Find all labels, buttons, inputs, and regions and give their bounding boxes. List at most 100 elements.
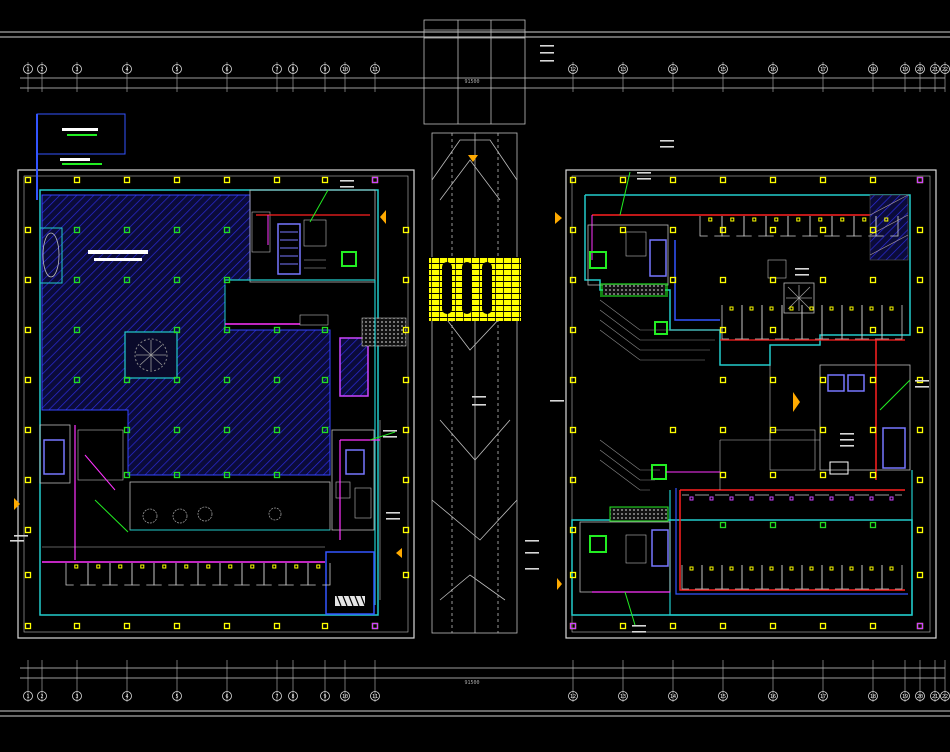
office-marker: [869, 496, 874, 501]
interior-column: [321, 326, 329, 334]
interior-column: [123, 426, 131, 434]
axis-bubble: [370, 691, 380, 701]
annotation-mark: [14, 535, 28, 537]
axis-bubble: [272, 64, 282, 74]
axis-bubble: [568, 64, 578, 74]
axis-label: 13: [620, 694, 626, 700]
interior-column: [819, 521, 827, 529]
column: [223, 176, 231, 184]
office-marker: [862, 217, 867, 222]
axis-bubble: [568, 691, 578, 701]
axis-label: 5: [175, 694, 178, 700]
axis-label: 22: [942, 694, 948, 700]
axis-bubble: [23, 64, 33, 74]
office-cell: [87, 563, 111, 586]
office-cell: [285, 563, 309, 586]
annotation-mark: [840, 439, 854, 441]
axis-bubble: [930, 691, 940, 701]
office-marker: [849, 496, 854, 501]
column: [819, 176, 827, 184]
column: [569, 571, 577, 579]
column: [402, 571, 410, 579]
interior-column: [123, 471, 131, 479]
axis-label: 2: [40, 67, 43, 73]
axis-bubble: [122, 691, 132, 701]
office-marker: [818, 217, 823, 222]
office-cell: [681, 565, 703, 590]
axis-label: 9: [323, 694, 326, 700]
interior-column: [869, 226, 877, 234]
interior-column: [819, 426, 827, 434]
central-ramp: [423, 19, 526, 634]
axis-label: 2: [40, 694, 43, 700]
office-marker: [884, 217, 889, 222]
office-marker: [689, 566, 694, 571]
column: [569, 622, 577, 630]
office-marker: [849, 306, 854, 311]
interior-column: [819, 376, 827, 384]
axis-label: 5: [175, 67, 178, 73]
column: [24, 526, 32, 534]
axis-label: 3: [75, 694, 78, 700]
office-marker: [708, 217, 713, 222]
axis-bubble: [340, 691, 350, 701]
office-marker: [709, 496, 714, 501]
office-marker: [769, 306, 774, 311]
office-marker: [789, 566, 794, 571]
office-cell: [787, 216, 811, 237]
annotation-mark: [840, 445, 854, 447]
axis-bubble: [122, 64, 132, 74]
left-offices-row: [65, 563, 331, 586]
office-marker: [294, 564, 299, 569]
office-marker: [869, 566, 874, 571]
axis-bubble: [23, 691, 33, 701]
interior-column: [73, 326, 81, 334]
axis-bubble: [618, 64, 628, 74]
axis-label: 19: [902, 67, 908, 73]
office-marker: [749, 496, 754, 501]
axis-label: 4: [125, 67, 128, 73]
office-marker: [729, 496, 734, 501]
office-marker: [709, 566, 714, 571]
interior-column: [73, 376, 81, 384]
annotation-mark: [550, 400, 564, 402]
axis-bubble: [320, 64, 330, 74]
office-marker: [74, 564, 79, 569]
hatched-hall: [41, 194, 331, 476]
interior-column: [669, 226, 677, 234]
column: [916, 326, 924, 334]
axis-label: 17: [820, 67, 826, 73]
office-cell: [841, 565, 863, 590]
column: [669, 622, 677, 630]
interior-column: [869, 326, 877, 334]
office-cell: [765, 216, 789, 237]
office-cell: [307, 563, 331, 586]
axis-bubble: [868, 64, 878, 74]
office-marker: [250, 564, 255, 569]
office-marker: [840, 217, 845, 222]
office-marker: [206, 564, 211, 569]
axis-bubble: [930, 64, 940, 74]
office-cell: [861, 565, 883, 590]
interior-column: [869, 521, 877, 529]
office-marker: [809, 306, 814, 311]
interior-column: [273, 471, 281, 479]
column: [73, 176, 81, 184]
interior-column: [769, 521, 777, 529]
office-cell: [175, 563, 199, 586]
office-marker: [889, 496, 894, 501]
interior-column: [223, 471, 231, 479]
axis-label: 1: [26, 67, 29, 73]
column: [402, 526, 410, 534]
interior-column: [223, 226, 231, 234]
column: [73, 622, 81, 630]
office-marker: [769, 496, 774, 501]
office-marker: [184, 564, 189, 569]
office-marker: [889, 566, 894, 571]
column: [719, 622, 727, 630]
office-cell: [241, 563, 265, 586]
axis-bubble: [222, 691, 232, 701]
interior-column: [719, 276, 727, 284]
axis-label: 21: [932, 67, 938, 73]
axis-bubble: [718, 691, 728, 701]
